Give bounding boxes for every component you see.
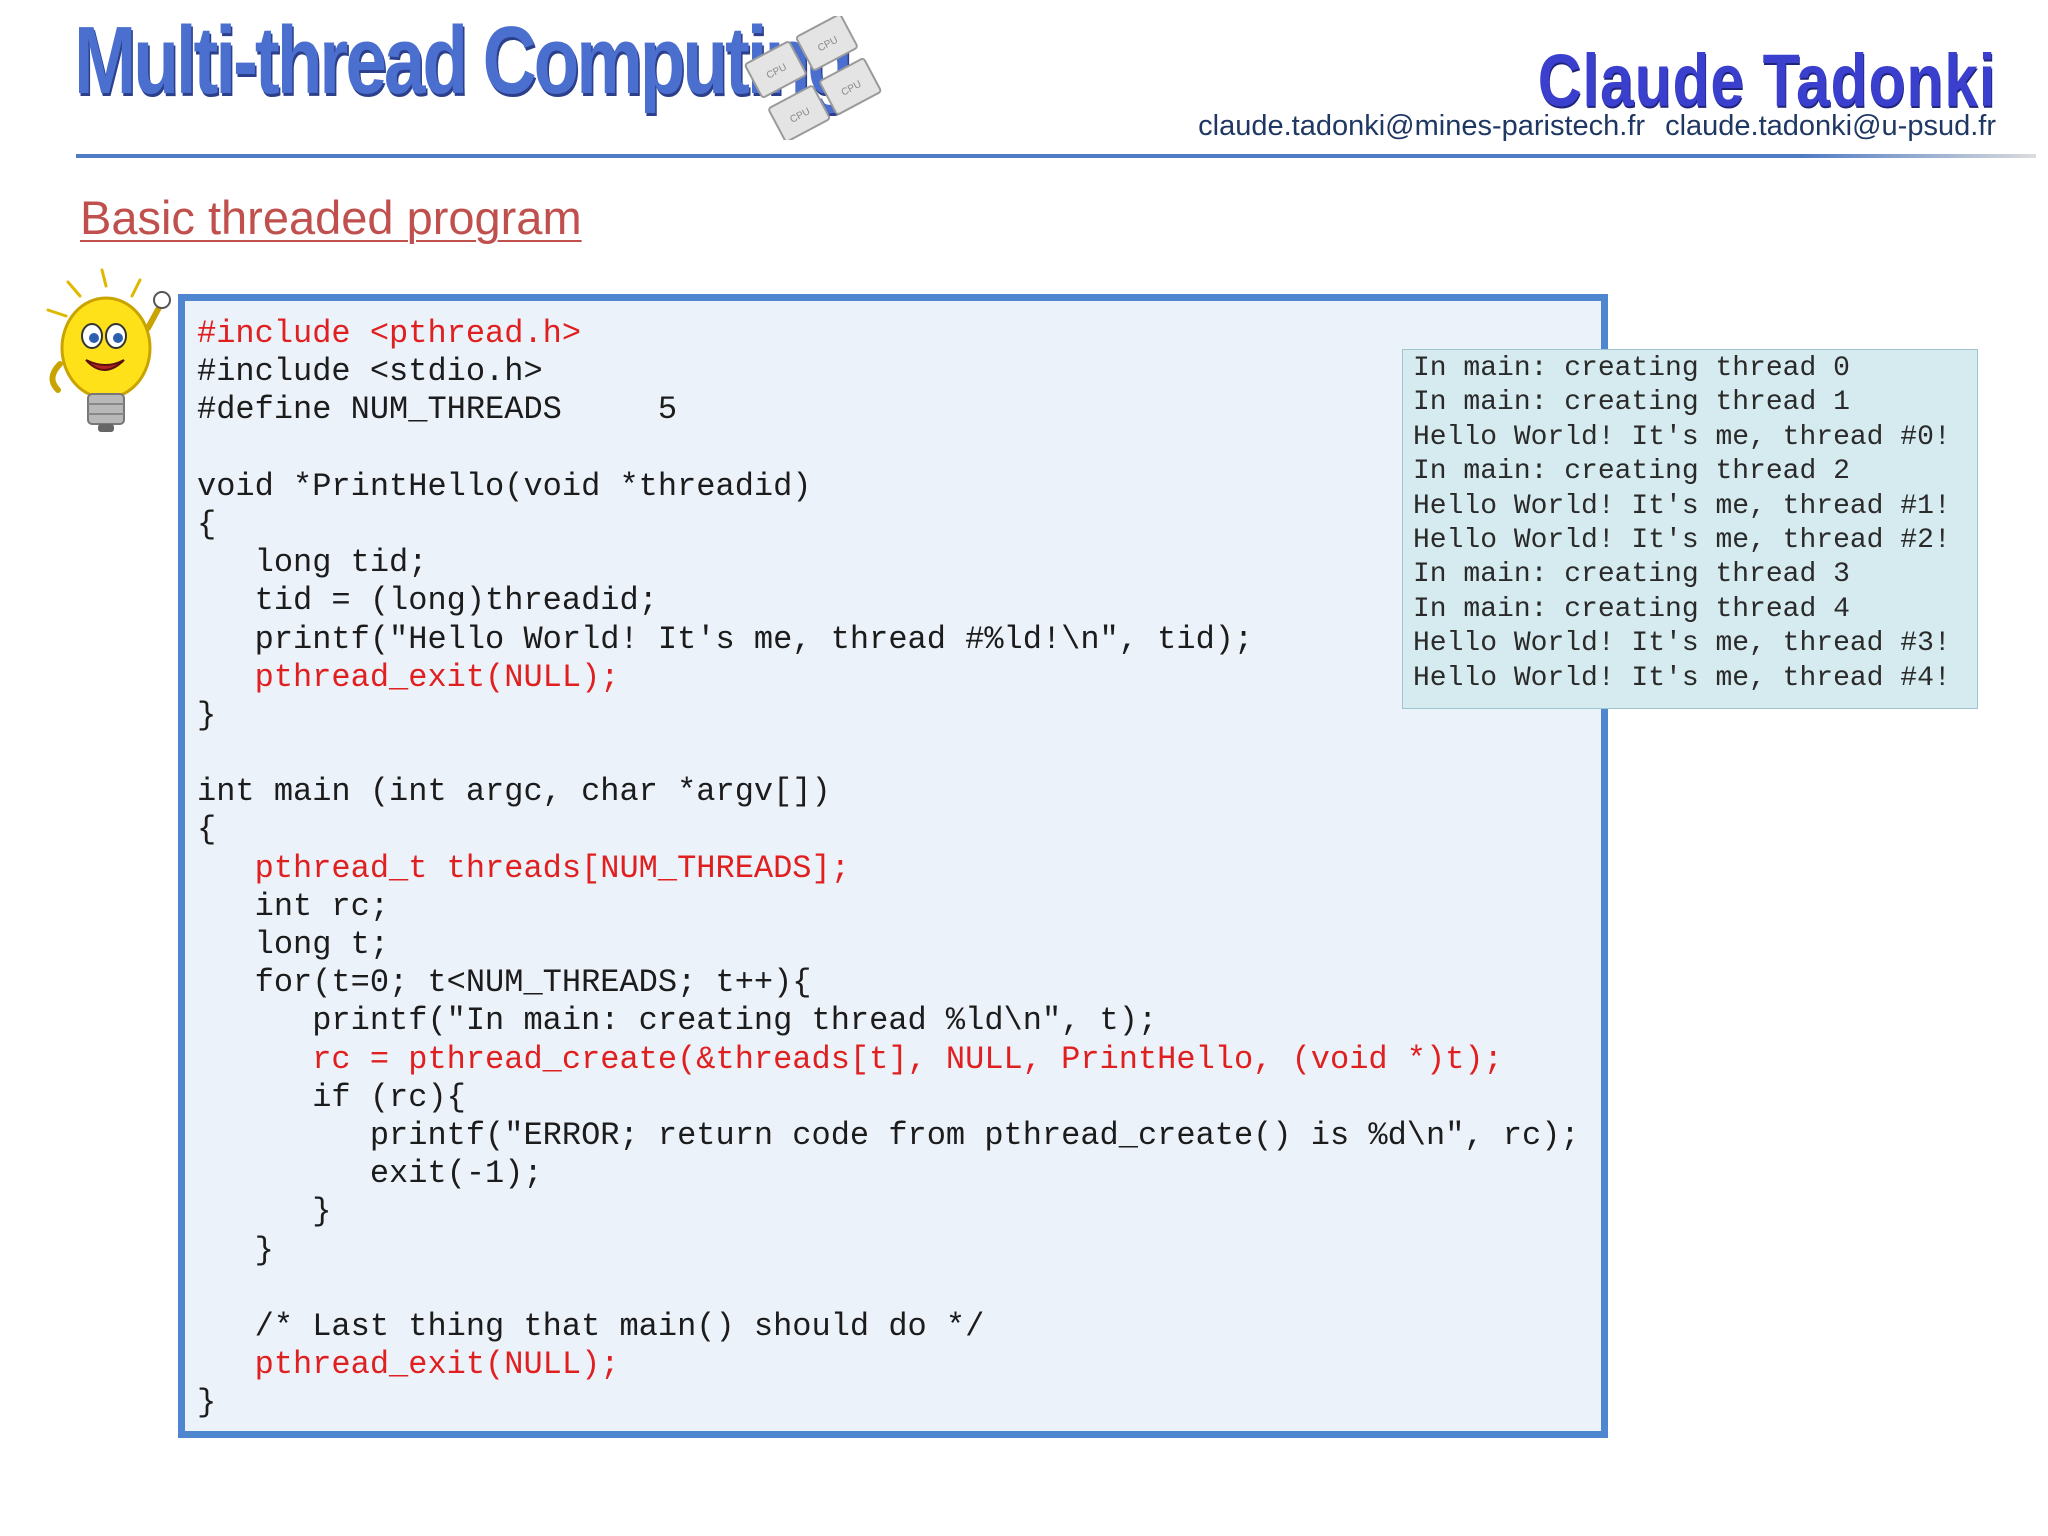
- code-line: /* Last thing that main() should do */: [197, 1307, 985, 1345]
- code-line: #define NUM_THREADS 5: [197, 391, 678, 429]
- code-line: printf("In main: creating thread %ld\n",…: [197, 1002, 1158, 1040]
- cpu-chip: CPU: [795, 16, 858, 71]
- author-name: Claude Tadonki: [1537, 39, 1996, 122]
- output-line: Hello World! It's me, thread #2!: [1413, 524, 1951, 556]
- lightbulb-mascot-icon: [46, 268, 171, 432]
- code-line: printf("Hello World! It's me, thread #%l…: [197, 620, 1254, 658]
- output-line: In main: creating thread 0: [1413, 353, 1850, 384]
- code-line: }: [197, 696, 217, 734]
- output-line: In main: creating thread 2: [1413, 456, 1850, 488]
- code-line: }: [197, 1231, 274, 1269]
- code-line: long t;: [197, 926, 390, 963]
- output-line: In main: creating thread 3: [1413, 559, 1850, 591]
- code-line: void *PrintHello(void *threadid): [197, 467, 812, 505]
- code-listing-box: #include <pthread.h>#include <stdio.h>#d…: [178, 294, 1608, 1438]
- cpu-chip: CPU: [819, 58, 882, 115]
- course-title: Multi-thread Computing: [74, 7, 853, 114]
- output-line: In main: creating thread 1: [1413, 387, 1850, 419]
- output-line: In main: creating thread 4: [1413, 593, 1850, 625]
- cpu-chip: CPU: [768, 85, 831, 140]
- code-line: [197, 430, 1580, 468]
- code-line: pthread_t threads[NUM_THREADS];: [197, 849, 850, 887]
- code-line: rc = pthread_create(&threads[t], NULL, P…: [197, 1040, 1503, 1078]
- code-line: {: [197, 811, 217, 849]
- code-line: int rc;: [197, 887, 390, 925]
- code-line: }: [197, 1384, 217, 1422]
- code-line: #include <pthread.h>: [197, 315, 582, 352]
- email-upsud[interactable]: claude.tadonki@u-psud.fr: [1665, 110, 1996, 142]
- code-line: #include <stdio.h>: [197, 353, 543, 391]
- code-line: int main (int argc, char *argv[]): [197, 773, 831, 811]
- code-line: for(t=0; t<NUM_THREADS; t++){: [197, 964, 812, 1002]
- header-divider: [76, 154, 2036, 158]
- cpu-chips-icon: CPU CPU CPU CPU: [744, 16, 882, 140]
- code-line: printf("ERROR; return code from pthread_…: [197, 1116, 1580, 1154]
- code-line: if (rc){: [197, 1078, 466, 1116]
- slide-title: Basic threaded program: [80, 191, 582, 244]
- code-line: [197, 1270, 1580, 1308]
- cpu-chip: CPU: [744, 41, 807, 98]
- code-listing: #include <pthread.h>#include <stdio.h>#d…: [197, 315, 1580, 1422]
- code-line: }: [197, 1193, 332, 1231]
- code-line: tid = (long)threadid;: [197, 582, 658, 620]
- code-line: exit(-1);: [197, 1155, 543, 1193]
- author-emails: claude.tadonki@mines-paristech.fr claude.…: [1198, 110, 1996, 143]
- output-line: Hello World! It's me, thread #4!: [1413, 662, 1951, 694]
- code-line: long tid;: [197, 544, 428, 582]
- code-line: {: [197, 505, 217, 543]
- email-mines[interactable]: claude.tadonki@mines-paristech.fr: [1198, 110, 1646, 142]
- code-line: pthread_exit(NULL);: [197, 1346, 620, 1384]
- code-line: pthread_exit(NULL);: [197, 658, 620, 696]
- code-line: [197, 735, 1580, 773]
- output-line: Hello World! It's me, thread #1!: [1413, 490, 1951, 522]
- output-line: Hello World! It's me, thread #0!: [1413, 421, 1951, 453]
- output-line: Hello World! It's me, thread #3!: [1413, 628, 1951, 660]
